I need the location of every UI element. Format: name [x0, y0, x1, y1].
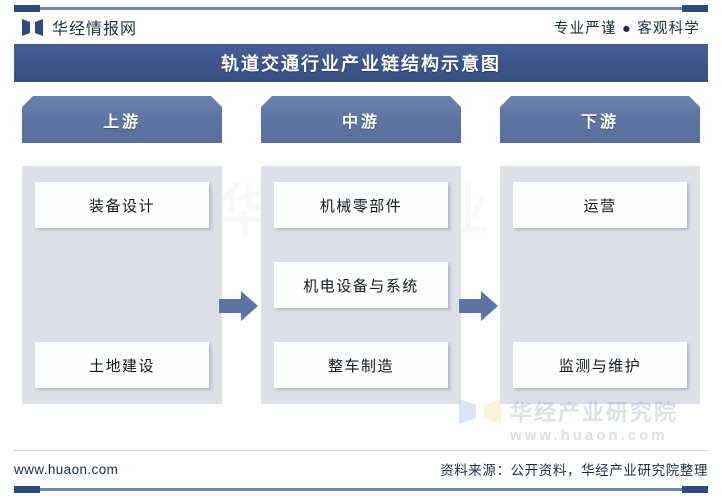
right-arrow-icon-midstream-to-downstream: [459, 291, 498, 321]
page-title: 轨道交通行业产业链结构示意图: [221, 54, 501, 74]
right-arrow-icon-upstream-to-midstream: [219, 291, 258, 321]
stage-columns: 上游 装备设计 土地建设 中游 机械零部件: [22, 96, 700, 448]
node-label: 运营: [583, 197, 617, 215]
node-vehicle-manufacturing[interactable]: 整车制造: [274, 342, 448, 388]
footer-site-url[interactable]: www.huaon.com: [14, 461, 119, 477]
rail-cap-right: [682, 5, 708, 12]
brand-name: 华经情报网: [52, 21, 138, 38]
stage-tab-downstream[interactable]: 下游: [500, 96, 700, 143]
rail-cap-right: [682, 486, 708, 493]
huaon-double-flag-icon: [22, 18, 43, 36]
rail-cap-left: [14, 5, 40, 12]
diagram-board: 华经产业 上游 装备设计 土地建设 中游: [0, 96, 722, 448]
stage-tab-label: 上游: [102, 113, 141, 131]
page-footer: www.huaon.com 资料来源：公开资料，华经产业研究院整理: [14, 450, 708, 483]
stage-column-upstream: 上游 装备设计 土地建设: [22, 96, 222, 404]
stage-column-downstream: 下游 运营 监测与维护: [500, 96, 700, 404]
node-monitoring-maintenance[interactable]: 监测与维护: [513, 342, 687, 388]
node-label: 监测与维护: [558, 357, 642, 375]
node-electromechanical-systems[interactable]: 机电设备与系统: [274, 262, 448, 308]
node-label: 土地建设: [88, 357, 155, 375]
page-header: 华经情报网 专业严谨 ● 客观科学: [22, 12, 700, 42]
stage-tab-label: 中游: [341, 113, 380, 131]
stage-column-midstream: 中游 机械零部件 机电设备与系统 整车制造: [261, 96, 461, 404]
brand: 华经情报网: [22, 15, 137, 39]
node-operation[interactable]: 运营: [513, 182, 687, 228]
header-tagline: 专业严谨 ● 客观科学: [553, 20, 700, 37]
node-label: 机电设备与系统: [303, 277, 419, 295]
rail-cap-left: [14, 486, 40, 493]
stage-panel-upstream: 装备设计 土地建设: [22, 166, 222, 404]
stage-tab-midstream[interactable]: 中游: [261, 96, 461, 143]
title-banner: 轨道交通行业产业链结构示意图: [14, 44, 708, 82]
node-equipment-design[interactable]: 装备设计: [35, 182, 209, 228]
node-label: 装备设计: [88, 197, 155, 215]
stage-tab-upstream[interactable]: 上游: [22, 96, 222, 143]
stage-tab-label: 下游: [580, 113, 619, 131]
node-label: 机械零部件: [319, 197, 403, 215]
node-land-construction[interactable]: 土地建设: [35, 342, 209, 388]
stage-panel-midstream: 机械零部件 机电设备与系统 整车制造: [261, 166, 461, 404]
footer-source-note: 资料来源：公开资料，华经产业研究院整理: [440, 463, 708, 478]
node-label: 整车制造: [327, 357, 394, 375]
node-mechanical-parts[interactable]: 机械零部件: [274, 182, 448, 228]
top-accent-rail: [14, 5, 708, 12]
bottom-accent-rail: [14, 486, 708, 493]
stage-panel-downstream: 运营 监测与维护: [500, 166, 700, 404]
